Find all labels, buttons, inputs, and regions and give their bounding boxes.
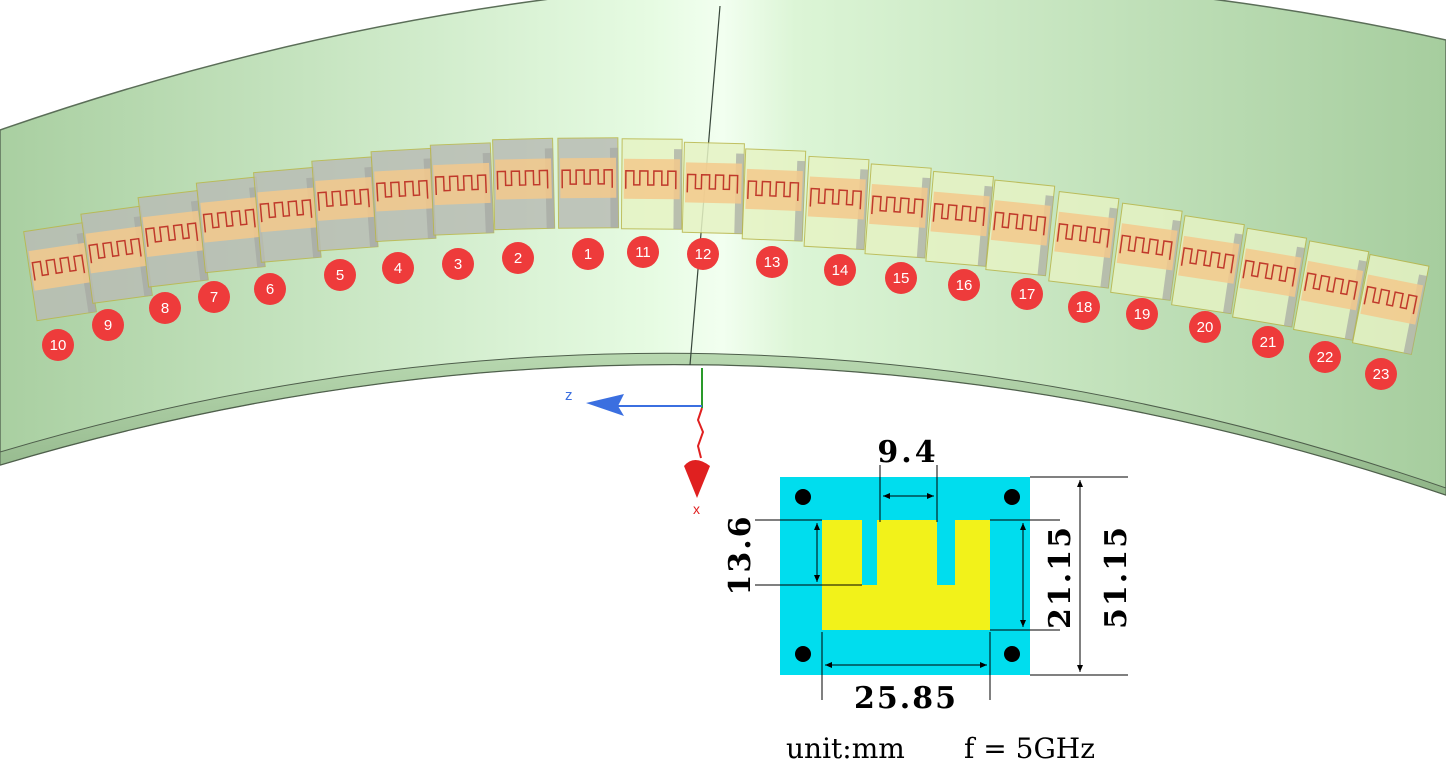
element-badge: 12 [687, 238, 719, 270]
element-number: 8 [161, 300, 169, 317]
element-number: 3 [454, 256, 462, 273]
element-badge: 21 [1252, 326, 1284, 358]
element-number: 15 [893, 270, 910, 287]
array-element [1110, 202, 1183, 301]
element-number: 10 [50, 337, 67, 354]
z-axis-arrow-icon [586, 394, 624, 416]
array-element [370, 147, 437, 243]
element-badge: 15 [885, 262, 917, 294]
element-number: 13 [764, 254, 781, 271]
element-number: 11 [635, 244, 651, 261]
element-number: 21 [1260, 334, 1277, 351]
array-element [23, 222, 97, 322]
z-axis-label: z [565, 387, 573, 404]
element-number: 20 [1197, 319, 1214, 336]
element-badge: 4 [382, 252, 414, 284]
element-number: 9 [104, 317, 112, 334]
antenna-array [23, 137, 1430, 356]
via-hole [1004, 646, 1020, 662]
element-number: 1 [584, 246, 592, 263]
array-element [429, 142, 495, 236]
array-element [311, 156, 379, 252]
element-badge: 1 [572, 238, 604, 270]
element-number: 5 [336, 267, 344, 284]
array-element [80, 205, 153, 304]
element-number: 16 [956, 277, 973, 294]
element-badge: 10 [42, 329, 74, 361]
array-element [492, 137, 556, 231]
patch [822, 520, 990, 630]
array-element [925, 170, 994, 267]
element-badge: 14 [824, 254, 856, 286]
dim-cell-height: 51.15 [1099, 525, 1134, 629]
element-badge: 3 [442, 248, 474, 280]
element-number: 6 [266, 281, 274, 298]
unit-text: unit:mm [786, 732, 905, 765]
element-badge: 17 [1011, 278, 1043, 310]
element-badge: 5 [324, 259, 356, 291]
element-badge: 16 [948, 269, 980, 301]
x-axis-label: x [693, 501, 700, 517]
element-badge: 11 [627, 236, 659, 268]
array-element [620, 138, 683, 230]
array-element [1171, 215, 1245, 315]
via-hole [1004, 489, 1020, 505]
element-badge: 8 [149, 292, 181, 324]
dim-patch-width: 25.85 [854, 681, 958, 716]
element-number: 7 [210, 289, 218, 306]
array-element [1048, 191, 1120, 289]
dim-slot-depth: 13.6 [723, 514, 758, 595]
element-badge: 2 [502, 242, 534, 274]
element-badge: 18 [1068, 291, 1100, 323]
element-number: 4 [394, 260, 402, 277]
element-badge: 9 [92, 309, 124, 341]
x-axis-arrow-icon [684, 460, 710, 498]
dim-slot-width: 9.4 [877, 435, 938, 470]
element-badge: 19 [1126, 298, 1158, 330]
element-badge: 13 [756, 246, 788, 278]
element-badge: 6 [254, 273, 286, 305]
via-hole [795, 489, 811, 505]
cylinder-edge [0, 352, 1446, 496]
via-hole [795, 646, 811, 662]
element-number: 14 [832, 262, 849, 279]
element-number: 17 [1019, 286, 1036, 303]
unit-cell-diagram: 9.4 13.6 21.15 51.15 25.85 [723, 435, 1134, 716]
array-element [195, 176, 266, 274]
array-element [864, 163, 932, 259]
array-element [681, 141, 745, 235]
array-element [1292, 240, 1370, 341]
element-number: 12 [695, 246, 712, 263]
axes-triad: z x [565, 368, 710, 517]
element-badge: 22 [1309, 341, 1341, 373]
array-element [1232, 227, 1308, 328]
array-element [1351, 253, 1430, 356]
element-badge: 7 [198, 281, 230, 313]
element-number: 22 [1317, 349, 1334, 366]
array-element [253, 166, 322, 263]
element-number: 23 [1373, 366, 1390, 383]
array-element [741, 148, 807, 242]
element-badge: 20 [1189, 311, 1221, 343]
dim-patch-height: 21.15 [1043, 525, 1078, 629]
frequency-text: f = 5GHz [964, 732, 1095, 765]
element-number: 19 [1134, 306, 1151, 323]
array-element [137, 190, 209, 288]
array-element [803, 155, 870, 251]
element-badge: 23 [1365, 358, 1397, 390]
array-element [557, 137, 620, 229]
element-number: 2 [514, 250, 522, 267]
element-number: 18 [1076, 299, 1093, 316]
array-element [985, 179, 1056, 277]
